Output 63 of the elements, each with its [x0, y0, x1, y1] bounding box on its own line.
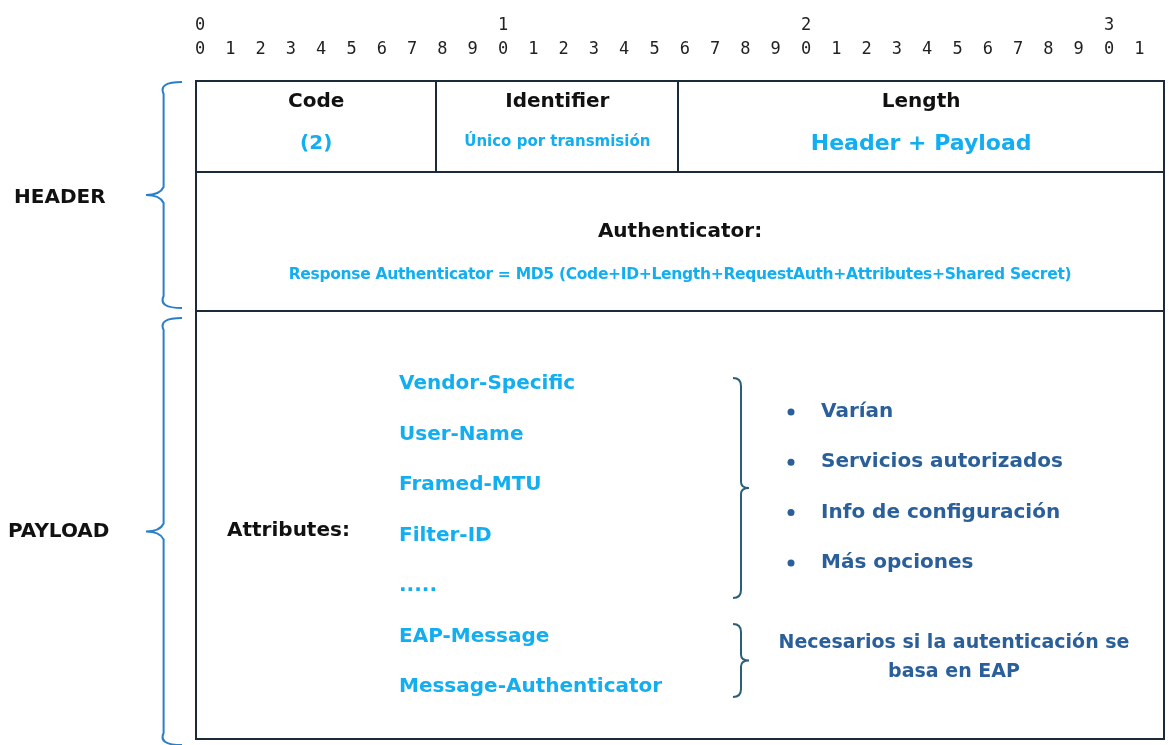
field-cell [195, 170, 1165, 313]
attribute-name: Filter-ID [399, 521, 492, 546]
note-text: Necesarios si la autenticación se basa en EAP [777, 629, 1131, 683]
bit-ruler-digit: 1 [527, 38, 540, 58]
bullet-item: Varían [821, 398, 894, 422]
bit-ruler-digit: 3 [1102, 14, 1116, 34]
attribute-name: Vendor-Specific [399, 370, 576, 394]
bit-ruler-digit: 5 [345, 38, 358, 58]
bit-ruler-digit: 1 [224, 38, 237, 58]
field-cell [195, 80, 438, 173]
bit-ruler-digit: 0 [1102, 38, 1116, 58]
bit-ruler-digit: 2 [557, 38, 570, 58]
bit-ruler-digit: 4 [921, 38, 934, 58]
bit-ruler-digit: 4 [618, 38, 631, 58]
bit-ruler-digit: 3 [284, 38, 297, 58]
field-name: Authenticator: [596, 217, 764, 242]
payload-cell [195, 310, 1165, 740]
bit-ruler-digit: 0 [193, 38, 207, 58]
bullet-item: Servicios autorizados [821, 448, 1063, 473]
section-label: PAYLOAD [8, 518, 110, 542]
bit-ruler-digit: 7 [405, 38, 419, 58]
bit-ruler-digit: 2 [254, 38, 267, 58]
attribute-name: Framed-MTU [399, 471, 542, 495]
field-name: Code [287, 88, 346, 112]
attribute-name: ..... [399, 572, 437, 596]
bit-ruler-digit: 5 [648, 38, 661, 58]
bit-ruler-digit: 1 [496, 14, 510, 34]
field-name: Identifier [504, 88, 611, 112]
field-cell [677, 80, 1165, 173]
bit-ruler-digit: 7 [708, 38, 722, 58]
bit-ruler-digit: 4 [315, 38, 328, 58]
bit-ruler-digit: 0 [799, 38, 813, 58]
bit-ruler-digit: 8 [739, 38, 752, 58]
bit-ruler-digit: 6 [375, 38, 388, 58]
bullet-item: Más opciones [821, 548, 974, 573]
bit-ruler-digit: 1 [830, 38, 843, 58]
bit-ruler-digit: 9 [769, 38, 782, 58]
formula-text: Response Authenticator = MD5 (Code+ID+Length+RequestAuth+Attributes+Shared Secret) [287, 264, 1073, 283]
bit-ruler-digit: 8 [1042, 38, 1055, 58]
bit-ruler-digit: 5 [951, 38, 964, 58]
field-value: Único por transmisión [463, 132, 652, 150]
bit-ruler-digit: 0 [496, 38, 510, 58]
bit-ruler-digit: 3 [587, 38, 600, 58]
attribute-name: EAP-Message [399, 622, 550, 647]
attribute-name: User-Name [399, 420, 524, 445]
bit-ruler-digit: 1 [1133, 38, 1146, 58]
bit-ruler-digit: 6 [981, 38, 994, 58]
bit-ruler-digit: 2 [799, 14, 813, 34]
bit-ruler-digit: 9 [466, 38, 479, 58]
field-name: Attributes: [227, 517, 350, 541]
bit-ruler-digit: 2 [860, 38, 873, 58]
bit-ruler-digit: 8 [436, 38, 449, 58]
bullet-item: Info de configuración [821, 498, 1061, 523]
field-value: Header + Payload [809, 130, 1033, 155]
bit-ruler-digit: 0 [193, 14, 207, 34]
bit-ruler-digit: 7 [1011, 38, 1025, 58]
bit-ruler-digit: 3 [890, 38, 903, 58]
attribute-name: Message-Authenticator [399, 673, 663, 697]
field-value: (2) [299, 130, 334, 154]
bit-ruler-digit: 9 [1072, 38, 1085, 58]
section-label: HEADER [14, 184, 106, 208]
bit-ruler-digit: 6 [678, 38, 691, 58]
field-name: Length [880, 88, 962, 112]
